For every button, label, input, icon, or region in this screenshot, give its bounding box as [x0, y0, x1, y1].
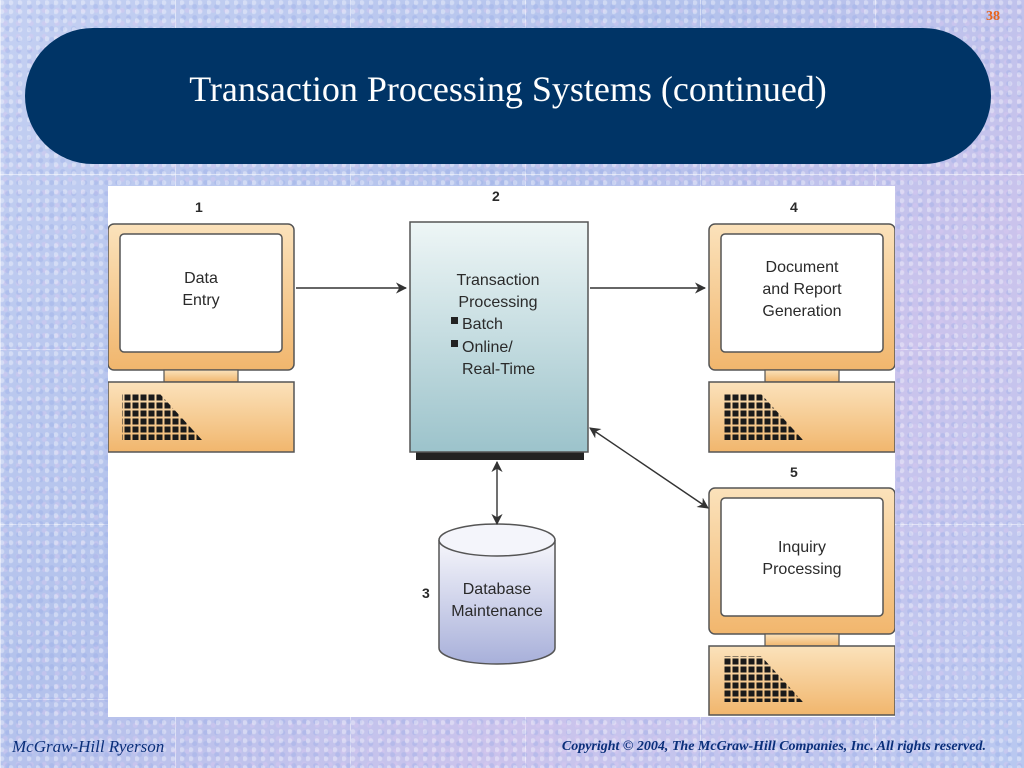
computer-inquiry	[708, 487, 895, 716]
keys-1	[122, 394, 202, 440]
label-processing: Processing	[458, 294, 537, 311]
label-inquiry: Inquiry	[778, 539, 826, 556]
step-number-4: 4	[790, 199, 798, 215]
tps-diagram: 1 2 3 4 5 Data Entry Transaction Process…	[108, 188, 895, 716]
keys-4	[723, 394, 803, 440]
stand-4	[764, 369, 840, 383]
slide-number: 38	[986, 9, 1000, 24]
cylinder-body	[438, 540, 556, 665]
footer-publisher: McGraw-Hill Ryerson	[12, 737, 165, 756]
label-generation: Generation	[762, 303, 841, 320]
title-banner: Transaction Processing Systems (continue…	[25, 28, 991, 164]
computer-document-report	[708, 223, 895, 453]
cylinder-top	[438, 523, 556, 557]
label-inquiry-processing: Processing	[762, 561, 841, 578]
screen-1	[119, 233, 283, 353]
stand-5	[764, 633, 840, 647]
server-shadow	[416, 452, 584, 460]
label-online: Online/	[462, 339, 513, 356]
screen-4	[720, 233, 884, 353]
step-number-1: 1	[195, 199, 203, 215]
label-entry: Entry	[182, 292, 219, 309]
label-transaction: Transaction	[457, 272, 540, 289]
bullet-square-1	[451, 317, 458, 324]
step-number-2: 2	[492, 188, 500, 204]
label-maintenance: Maintenance	[451, 603, 543, 620]
screen-5	[720, 497, 884, 617]
label-data: Data	[184, 270, 218, 287]
database-cylinder	[438, 523, 556, 665]
label-real-time: Real-Time	[462, 361, 535, 378]
server-body	[409, 221, 589, 453]
label-document: Document	[766, 259, 839, 276]
step-number-3: 3	[422, 585, 430, 601]
label-database: Database	[463, 581, 532, 598]
footer-copyright: Copyright © 2004, The McGraw-Hill Compan…	[561, 739, 986, 754]
computer-data-entry	[108, 223, 295, 453]
diagram-panel: 1 2 3 4 5 Data Entry Transaction Process…	[108, 186, 895, 717]
bullet-square-2	[451, 340, 458, 347]
slide-title: Transaction Processing Systems (continue…	[189, 69, 827, 109]
step-number-5: 5	[790, 464, 798, 480]
label-and-report: and Report	[762, 281, 842, 298]
transaction-processing-box	[409, 221, 589, 460]
label-batch: Batch	[462, 316, 503, 333]
stand-1	[163, 369, 239, 383]
keys-5	[723, 656, 803, 702]
arrow-processing-inquiry	[589, 427, 709, 509]
